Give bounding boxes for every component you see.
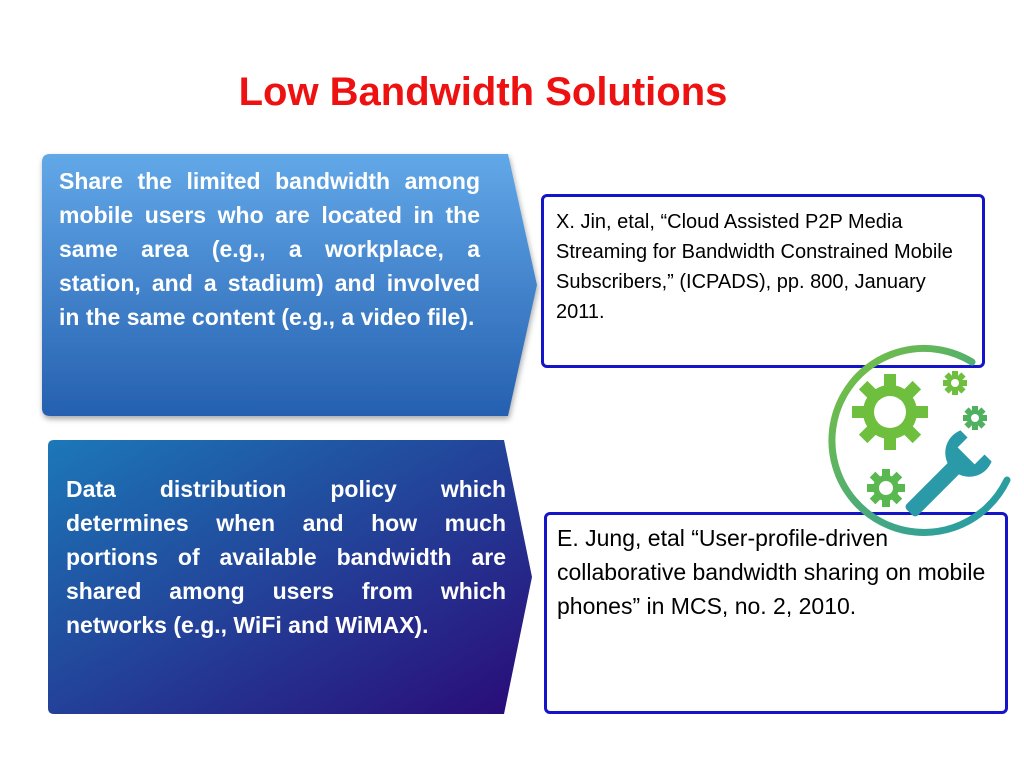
- reference-text-1: X. Jin, etal, “Cloud Assisted P2P Media …: [556, 211, 953, 323]
- solution-box-bandwidth-sharing: Share the limited bandwidth among mobile…: [42, 154, 537, 416]
- reference-box-2: E. Jung, etal “User-profile-driven colla…: [544, 512, 1008, 714]
- gears-wrench-settings-icon: [828, 344, 1011, 536]
- arrow-shape-background: [42, 154, 537, 416]
- slide-title: Low Bandwidth Solutions: [238, 70, 728, 114]
- reference-text-2: E. Jung, etal “User-profile-driven colla…: [557, 525, 986, 619]
- reference-box-1: X. Jin, etal, “Cloud Assisted P2P Media …: [541, 194, 985, 368]
- solution-text-1: Share the limited bandwidth among mobile…: [59, 168, 480, 330]
- arrow-shape-background: [48, 440, 532, 714]
- solution-text-2: Data distribution policy which determine…: [66, 476, 506, 638]
- solution-box-distribution-policy: Data distribution policy which determine…: [48, 440, 532, 714]
